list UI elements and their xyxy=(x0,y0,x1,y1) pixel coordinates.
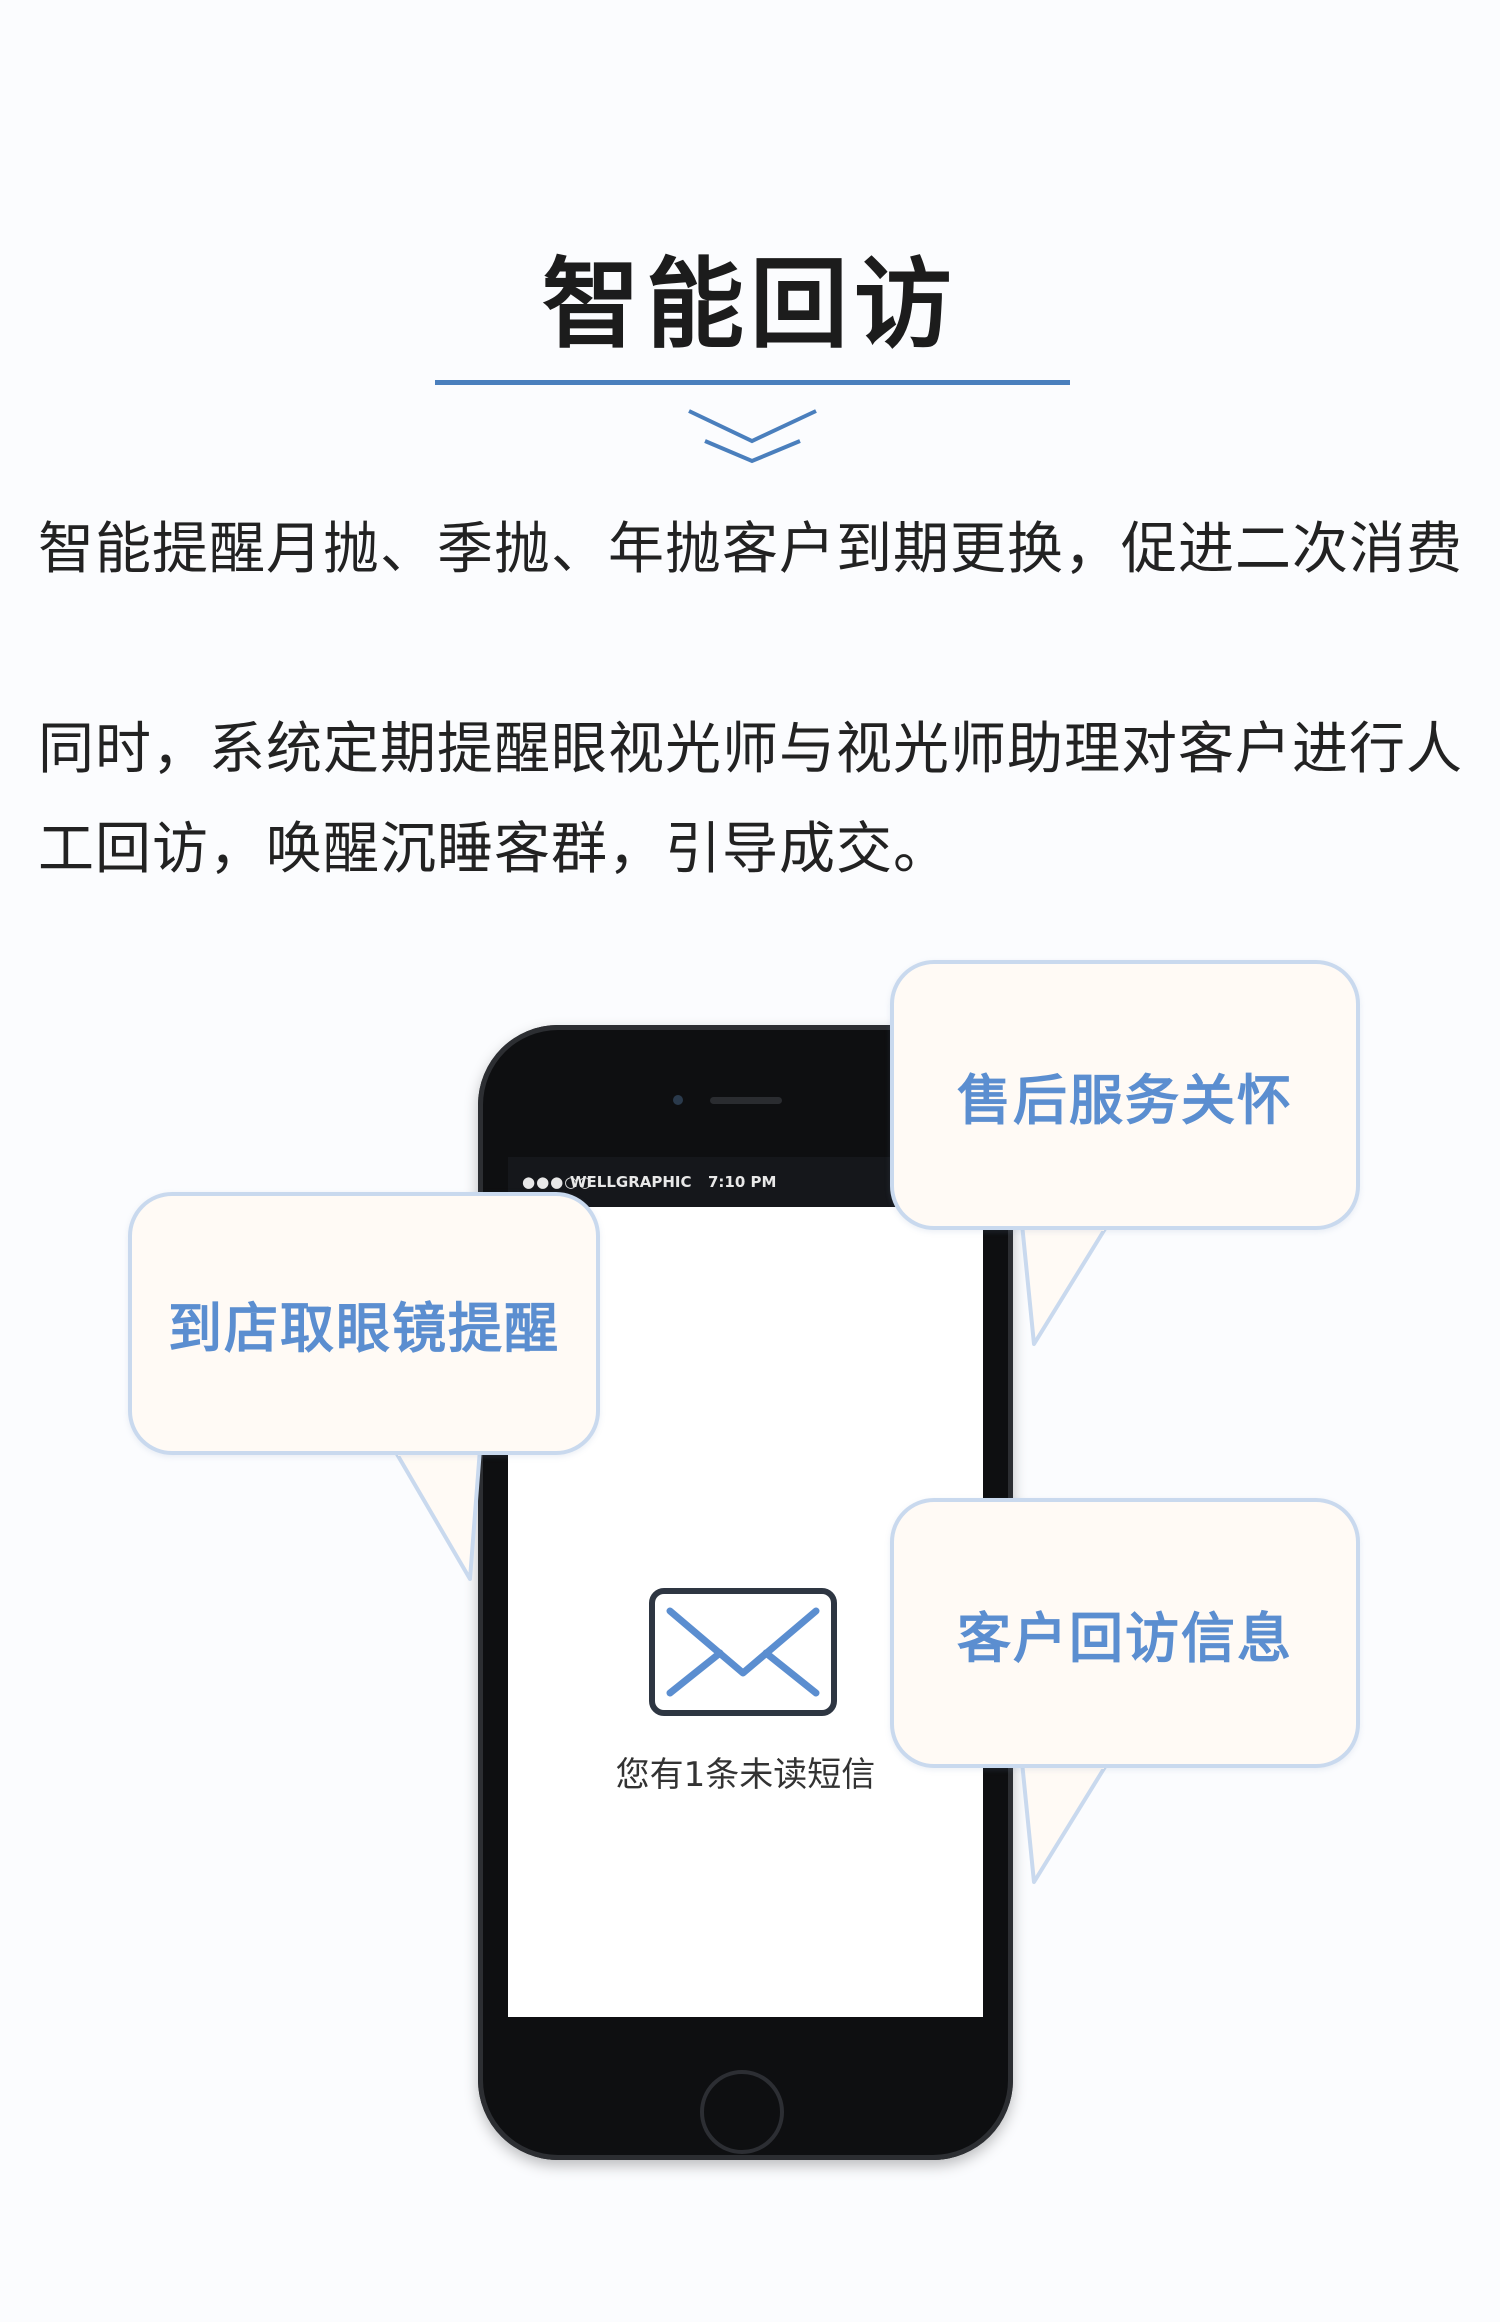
chevron-down-icon xyxy=(688,409,817,464)
bubble-tail xyxy=(1020,1222,1110,1346)
bubble-tail xyxy=(1020,1760,1110,1884)
status-time: 7:10 PM xyxy=(708,1173,777,1191)
follow-up-info-bubble: 客户回访信息 xyxy=(890,1498,1360,1768)
bubble-tail xyxy=(392,1447,482,1581)
unread-message-text: 您有1条未读短信 xyxy=(615,1755,876,1795)
home-button xyxy=(700,2070,784,2154)
section-title: 智能回访 xyxy=(541,248,958,362)
camera-icon xyxy=(673,1095,683,1105)
envelope-icon xyxy=(649,1588,837,1716)
pickup-reminder-bubble: 到店取眼镜提醒 xyxy=(128,1192,600,1455)
title-underline xyxy=(435,380,1070,385)
after-sales-care-bubble: 售后服务关怀 xyxy=(890,960,1360,1230)
carrier-name: WELLGRAPHIC xyxy=(570,1173,692,1191)
signal-strength-icon: ●●●○○ xyxy=(522,1173,593,1191)
speaker-grille xyxy=(710,1097,782,1104)
description-line-1: 智能提醒月抛、季抛、年抛客户到期更换，促进二次消费 xyxy=(38,517,1463,582)
description-line-2: 同时，系统定期提醒眼视光师与视光师助理对客户进行人工回访，唤醒沉睡客群，引导成交… xyxy=(38,717,1463,882)
